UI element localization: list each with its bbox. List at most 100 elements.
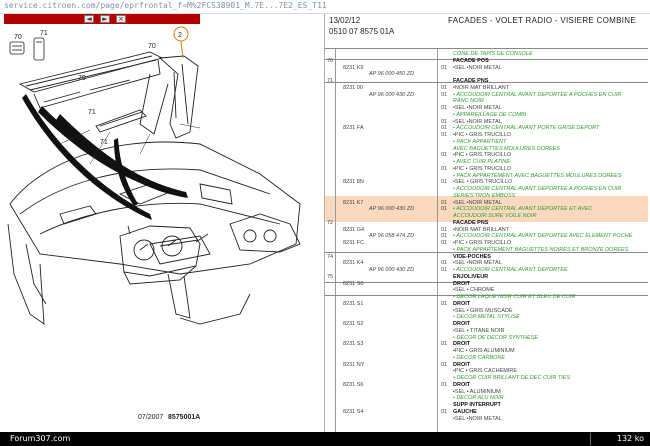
diagram-toolbar: ◄ ► × (4, 14, 200, 24)
part-q: 01 (441, 300, 448, 307)
part-description: • DECOR METAL STYLISE (453, 314, 520, 321)
url-text: service.citroen.com/page/eprfrontal_f=M%… (4, 1, 327, 10)
part-description: ENJOLIVEUR (453, 273, 489, 280)
address-bar[interactable]: service.citroen.com/page/eprfrontal_f=M%… (0, 0, 650, 14)
part-description: SERIES TRON EMBOSS (453, 192, 516, 199)
part-code: 8231 S4 (343, 408, 364, 415)
part-code: 8231 00 (343, 84, 363, 91)
diagram-ref-code: 8575001A (168, 414, 200, 421)
part-description: • ACCOUDOIR CENTRAL AVANT DEPORTEE A POC… (453, 186, 622, 192)
part-description: SUPP INTERRUPT (453, 402, 501, 408)
parts-list-panel: 13/02/12 FACADES - VOLET RADIO - VISIERE… (325, 14, 650, 432)
part-description: CONE DE TAPIS DE CONSOLE (453, 51, 533, 57)
part-description: •SEL • ALUMINIUM (453, 388, 501, 395)
part-q: 01 (441, 260, 448, 267)
part-description: • DECOR CUIR BRILLANT DE DEC CUIR TIES (453, 375, 571, 381)
doc-title: FACADES - VOLET RADIO - VISIERE COMBINE (447, 16, 636, 25)
part-description: DROIT (453, 381, 471, 388)
close-icon[interactable]: × (116, 15, 126, 23)
part-description: • DECOR LAQUE NOIR CUIR ET BLEU DE CUIR (453, 294, 576, 300)
part-description: •NOIR MAT BRILLANT (453, 84, 510, 91)
part-description: •SEL •NOIR METAL (453, 105, 502, 111)
part-description: • APPAREILLAGE DE COMBI (453, 111, 527, 118)
part-q: 01 (441, 105, 448, 111)
callout-2: 2 (178, 32, 182, 39)
part-description: FACADE POS (453, 57, 489, 64)
part-description: DROIT (453, 321, 471, 327)
file-size: 132 ko (616, 434, 644, 443)
part-q: 01 (441, 84, 448, 91)
part-code: 8231 S2 (343, 321, 364, 327)
part-code: 8231 K4 (343, 260, 364, 267)
site-label: Forum307.com (10, 434, 71, 443)
part-q: 01 (441, 381, 448, 388)
part-description: • ACCOUDOIR CENTRAL AVANT PORTE GRISE DE… (453, 125, 600, 132)
dashboard-exploded-view: 70 71 2 70 70 71 71 (7, 26, 301, 421)
part-col: 72 (327, 219, 334, 226)
part-description: • AVEC CUIR PLATINE (453, 159, 510, 165)
part-code: 8231 8N (343, 179, 364, 186)
part-code: 8231 G4 (343, 226, 365, 233)
part-description: •SEL •NOIR METAL (453, 118, 502, 125)
part-description: DROIT (453, 361, 471, 368)
part-description: •SEL •NOIR METAL (453, 415, 502, 422)
part-description: •PIC • GRIS ALUMINIUM (453, 348, 515, 354)
part-ref[interactable]: AP 96 000 430 ZD (369, 267, 415, 273)
part-description: AVEC BAGUETTES MOULURES DOREES (453, 145, 560, 152)
part-q: 01 (441, 206, 448, 213)
part-description: FACADE PNS (453, 219, 489, 226)
part-description: • ACCOUDOIR CENTRAL AVANT DEPORTEE A POC… (453, 91, 622, 98)
part-description: •SEL •NOIR METAL (453, 64, 502, 71)
callout-70-a: 70 (14, 34, 22, 41)
part-description: • PACK APPARTIENT (453, 138, 507, 145)
part-ref[interactable]: AP 96 058 474 ZD (369, 233, 415, 240)
part-q: 01 (441, 91, 448, 98)
doc-date: 13/02/12 (329, 16, 361, 25)
part-description: DROIT (453, 300, 471, 307)
callout-70-b: 70 (78, 75, 86, 82)
part-description: GAUCHE (453, 408, 477, 415)
part-description: • PACK APPARTEMENT BAGUETTES NOIRES ET B… (453, 246, 629, 253)
part-code: 8231 FA (343, 125, 364, 132)
part-description: • DECOR ALU NOIR (453, 395, 504, 402)
part-description: •SEL • GRIS MUSCADE (453, 307, 513, 314)
part-q: 01 (441, 267, 448, 273)
part-q: 01 (441, 240, 448, 246)
part-description: • ACCOUDOIR CENTRAL AVANT DEPORTEE AVEC … (453, 233, 633, 240)
part-description: •SEL • TITANE NOIR (453, 327, 505, 334)
next-arrow-icon[interactable]: ► (100, 15, 110, 23)
part-description: DROIT (453, 280, 471, 287)
exploded-diagram-panel: ◄ ► × 70 71 2 70 (0, 14, 324, 432)
callout-71-a: 71 (40, 30, 48, 37)
part-code: 8231 K9 (343, 64, 364, 71)
part-description: •PIC • GRIS TRUCILLO (453, 152, 512, 159)
part-description: • DECOR CARBONE (453, 354, 506, 361)
part-q: 01 (441, 152, 448, 159)
part-description: FACADE PNS (453, 78, 489, 84)
part-code: 8231 K7 (343, 199, 364, 206)
part-description: ACCOUDOIR SURE VOILE NOIR (453, 213, 537, 219)
part-ref[interactable]: AP 96 000 450 ZD (369, 71, 415, 78)
panel-divider (324, 14, 325, 432)
part-description: • ACCOUDOIR CENTRAL AVANT DEPORTEE ET AV… (453, 206, 593, 213)
part-col: 71 (327, 78, 334, 84)
part-description: • DECOR DE DECOR SYNTHESE (453, 334, 539, 341)
doc-ref: 0510 07 8575 01A (329, 27, 395, 36)
part-description: •PIC • GRIS TRUCILLO (453, 240, 512, 246)
part-code: 8231 S0 (343, 280, 364, 287)
part-ref[interactable]: AP 96 000 430 ZD (369, 206, 415, 213)
part-description: •SEL • CHROME (453, 287, 495, 294)
part-code: 8231 S3 (343, 341, 364, 348)
part-description: •PIC • GRIS CACHEMIRE (453, 368, 518, 375)
diagram-date-code: 07/2007 (138, 414, 163, 421)
part-q: 01 (441, 233, 448, 240)
part-code: 8231 FC (343, 240, 365, 246)
part-description: •SEL •NOIR METAL (453, 199, 502, 206)
prev-arrow-icon[interactable]: ◄ (84, 15, 94, 23)
part-ref[interactable]: AP 96 000 430 ZD (369, 91, 415, 98)
part-code: 8231 S1 (343, 300, 364, 307)
part-q: 01 (441, 118, 448, 125)
part-q: 01 (441, 361, 448, 368)
part-q: 01 (441, 165, 448, 172)
